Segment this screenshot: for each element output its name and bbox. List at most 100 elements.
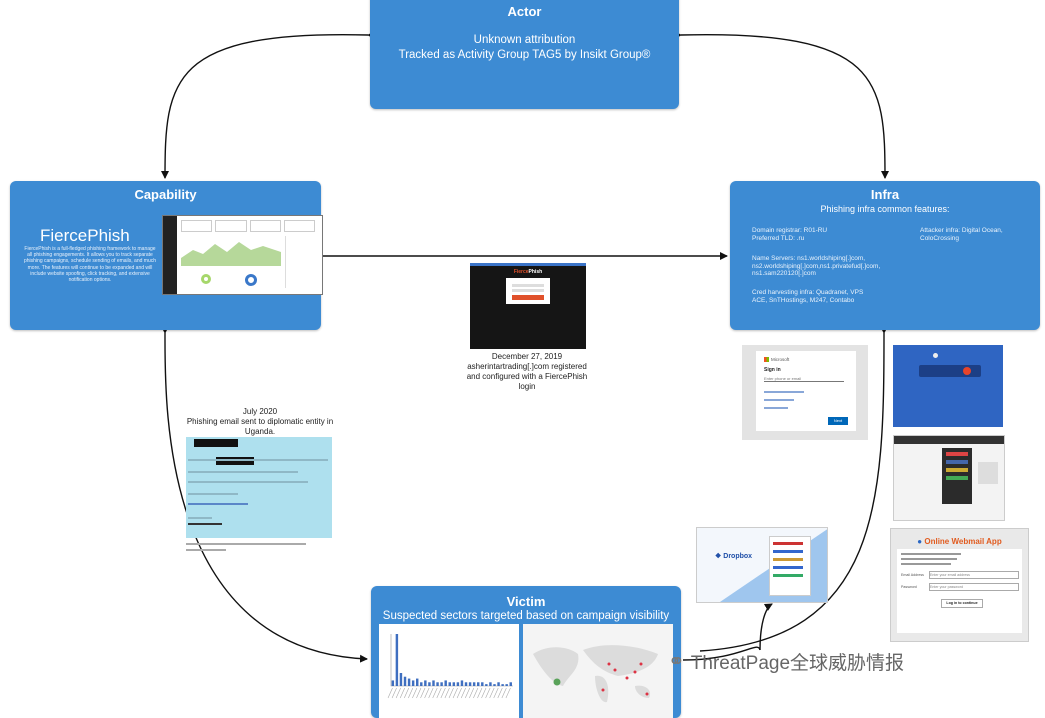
map-marker bbox=[639, 662, 643, 666]
chart-tick-label bbox=[408, 687, 414, 699]
chart-bar bbox=[391, 680, 395, 686]
chart-tick-label bbox=[469, 687, 475, 699]
email-caption-line2: Phishing email sent to diplomatic entity… bbox=[186, 417, 334, 426]
map-marker bbox=[601, 688, 605, 692]
chart-bar bbox=[489, 682, 492, 686]
actor-box: Actor Unknown attribution Tracked as Act… bbox=[370, 0, 679, 109]
webmail-title: Online Webmail App bbox=[924, 537, 1002, 546]
map-marker bbox=[625, 676, 629, 680]
chart-bar bbox=[501, 684, 504, 686]
infra-attacker: Attacker infra: Digital Ocean, ColoCross… bbox=[920, 227, 1003, 242]
fiercephish-name: FiercePhish bbox=[40, 226, 130, 245]
chart-bar bbox=[420, 682, 423, 686]
arrow-actor-capability bbox=[161, 31, 376, 179]
sector-bar-chart bbox=[379, 624, 519, 718]
sector-bar-chart-svg bbox=[387, 634, 513, 699]
chart-tick-label bbox=[420, 687, 426, 699]
microsoft-next-button[interactable]: Next bbox=[828, 417, 848, 425]
email-caption-line3: Uganda. bbox=[244, 427, 276, 436]
chart-bar bbox=[481, 682, 484, 686]
chart-tick-label bbox=[412, 687, 418, 699]
chart-tick-label bbox=[391, 687, 397, 699]
chart-bar bbox=[436, 682, 439, 686]
chart-axes bbox=[390, 634, 513, 687]
email-caption: July 2020 Phishing email sent to diploma… bbox=[180, 407, 340, 437]
webmail-email-input[interactable]: Enter your email address bbox=[929, 571, 1019, 579]
infra-ns-1: Name Servers: ns1.worldshiping[.]com, bbox=[752, 255, 866, 262]
chart-bar bbox=[407, 678, 411, 686]
chart-bar bbox=[485, 684, 488, 686]
chart-bar bbox=[440, 682, 443, 686]
chart-tick-label bbox=[497, 687, 503, 699]
webmail-logo-icon: ● bbox=[917, 537, 923, 546]
webmail-email-label: Email Address bbox=[901, 573, 924, 577]
capability-title: Capability bbox=[134, 187, 197, 202]
map-marker bbox=[645, 692, 649, 696]
email-footer-2 bbox=[186, 549, 226, 551]
chart-bar bbox=[477, 682, 480, 686]
chart-bar bbox=[416, 678, 419, 686]
map-marker bbox=[607, 662, 611, 666]
chart-bar bbox=[468, 682, 472, 686]
multi-provider-screenshot bbox=[893, 435, 1005, 521]
webmail-login-button[interactable]: Log in to continue bbox=[941, 599, 983, 608]
chart-tick-label bbox=[428, 687, 434, 699]
arrow-actor-infra bbox=[673, 31, 889, 179]
infra-ns-2: ns2.worldshiping[.]com,ns1.privatefud[.]… bbox=[752, 262, 881, 270]
chart-tick-label bbox=[416, 687, 422, 699]
login-brand-fierce: Fierce bbox=[513, 269, 529, 275]
chart-bar bbox=[493, 684, 496, 686]
capability-box: Capability FiercePhish FiercePhish is a … bbox=[10, 181, 323, 330]
infra-tld: Preferred TLD: .ru bbox=[752, 234, 805, 242]
center-caption-line2: asherintartrading[.]com registered bbox=[467, 362, 587, 371]
webmail-screenshot: ● Online Webmail App Email Address Enter… bbox=[890, 528, 1029, 642]
chart-bar bbox=[448, 682, 451, 686]
microsoft-signin-screenshot: Microsoft Sign in Enter phone or email N… bbox=[742, 345, 868, 440]
chart-tick-label bbox=[460, 687, 466, 699]
chart-bar bbox=[432, 680, 435, 686]
infra-cred-2: ACE, SnTHostings, M247, Contabo bbox=[752, 296, 855, 304]
webmail-password-input[interactable]: Enter your password bbox=[929, 583, 1019, 591]
arrow-dropbox-victim bbox=[759, 603, 773, 651]
chart-tick-label bbox=[501, 687, 507, 699]
victim-world-map bbox=[523, 624, 673, 718]
chart-tick-label bbox=[452, 687, 458, 699]
microsoft-email-input[interactable]: Enter phone or email bbox=[764, 376, 844, 382]
chart-tick-label bbox=[485, 687, 491, 699]
chart-tick-label bbox=[440, 687, 446, 699]
center-caption-line3: and configured with a FiercePhish bbox=[466, 372, 588, 381]
chart-bar bbox=[472, 682, 476, 686]
fiercephish-dashboard-screenshot bbox=[162, 215, 323, 295]
webmail-password-label: Password bbox=[901, 585, 917, 589]
chart-tick-label bbox=[448, 687, 454, 699]
actor-title: Actor bbox=[507, 4, 542, 19]
fiercephish-description: FiercePhish is a full-fledged phishing f… bbox=[23, 246, 157, 284]
watermark-text: ThreatPage全球威胁情报 bbox=[690, 653, 905, 674]
arrow-victim-dropbox bbox=[682, 646, 761, 661]
chart-tick-label bbox=[481, 687, 487, 699]
microsoft-brand: Microsoft bbox=[771, 357, 790, 362]
victim-box: Victim Suspected sectors targeted based … bbox=[371, 586, 681, 718]
email-caption-line1: July 2020 bbox=[242, 407, 278, 416]
infra-cred-1: Cred harvesting infra: Quadranet, VPS bbox=[752, 289, 864, 296]
dropbox-brand: Dropbox bbox=[723, 552, 753, 560]
center-caption-line1: December 27, 2019 bbox=[491, 352, 563, 361]
chart-bar bbox=[460, 680, 464, 686]
actor-tracking: Tracked as Activity Group TAG5 by Insikt… bbox=[398, 49, 651, 61]
chart-bar bbox=[399, 673, 403, 686]
victim-title: Victim bbox=[506, 594, 546, 609]
blue-login-screenshot bbox=[893, 345, 1003, 427]
chart-bar bbox=[456, 682, 460, 686]
actor-attribution: Unknown attribution bbox=[473, 34, 576, 46]
infra-box: Infra Phishing infra common features: Do… bbox=[730, 181, 1040, 330]
infra-subtitle: Phishing infra common features: bbox=[820, 204, 950, 214]
center-caption: December 27, 2019 asherintartrading[.]co… bbox=[452, 352, 602, 392]
chart-bar bbox=[411, 680, 415, 686]
chart-tick-label bbox=[477, 687, 483, 699]
chart-tick-label bbox=[424, 687, 430, 699]
chart-tick-label bbox=[456, 687, 462, 699]
chart-bar bbox=[403, 676, 407, 686]
chart-tick-label bbox=[403, 687, 410, 699]
chart-tick-label bbox=[473, 687, 479, 699]
fiercephish-login-screenshot: FiercePhish bbox=[470, 263, 586, 349]
